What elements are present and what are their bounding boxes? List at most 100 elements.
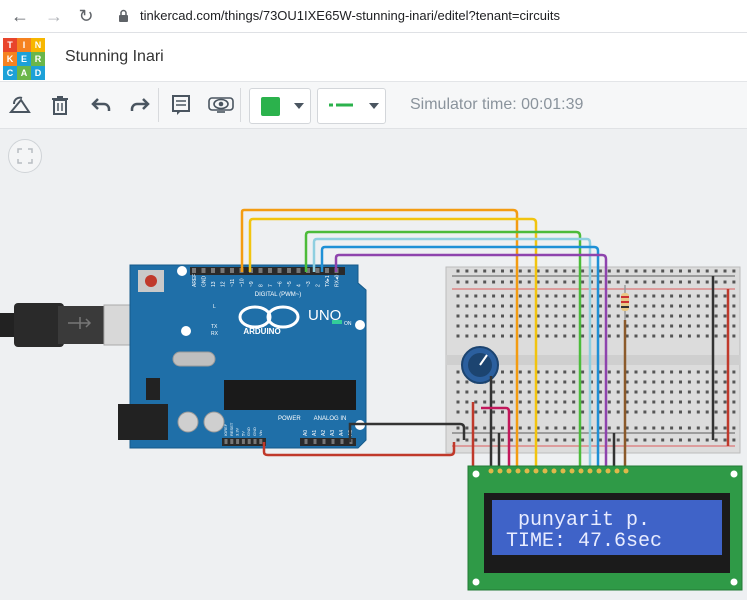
color-picker-dropdown[interactable] <box>249 88 311 124</box>
potentiometer[interactable] <box>461 346 499 384</box>
url-text[interactable]: tinkercad.com/things/73OU1IXE65W-stunnin… <box>140 8 560 23</box>
breadboard-hole <box>652 280 656 284</box>
notes-icon[interactable] <box>168 92 194 118</box>
power-pin[interactable] <box>236 439 240 444</box>
digital-pin-label: ~11 <box>230 279 236 287</box>
power-pin[interactable] <box>259 439 263 444</box>
breadboard-hole <box>483 410 487 414</box>
breadboard-hole <box>474 390 478 394</box>
resistor[interactable] <box>621 285 629 320</box>
digital-pin[interactable] <box>192 268 196 273</box>
breadboard-hole <box>732 314 736 318</box>
lcd-pin[interactable] <box>533 468 539 474</box>
digital-pin[interactable] <box>325 268 329 273</box>
lcd-pin[interactable] <box>614 468 620 474</box>
lcd-pin[interactable] <box>623 468 629 474</box>
power-pin[interactable] <box>241 439 245 444</box>
breadboard-hole <box>732 370 736 374</box>
analog-pin[interactable] <box>331 439 335 444</box>
design-title[interactable]: Stunning Inari <box>65 48 164 65</box>
lcd-pin[interactable] <box>497 468 503 474</box>
power-pin[interactable] <box>224 439 228 444</box>
analog-pin[interactable] <box>340 439 344 444</box>
fit-view-button[interactable] <box>8 139 42 173</box>
breadboard-hole <box>509 294 513 298</box>
lcd-pin[interactable] <box>488 468 494 474</box>
breadboard-hole <box>509 400 513 404</box>
microcontroller-chip <box>224 380 356 410</box>
breadboard-hole <box>616 324 620 328</box>
breadboard-hole <box>474 426 478 430</box>
breadboard-hole <box>714 410 718 414</box>
digital-pin[interactable] <box>277 268 282 273</box>
breadboard-hole <box>616 390 620 394</box>
rotate-icon[interactable] <box>7 92 33 118</box>
digital-pin[interactable] <box>287 268 291 273</box>
power-pin[interactable] <box>247 439 251 444</box>
usb-cable[interactable] <box>0 303 137 347</box>
analog-pin[interactable] <box>313 439 317 444</box>
reload-icon[interactable]: ↻ <box>78 6 94 26</box>
breadboard-hole <box>652 438 656 442</box>
analog-pin[interactable] <box>322 439 326 444</box>
lcd-pin[interactable] <box>551 468 557 474</box>
lcd-pin[interactable] <box>560 468 566 474</box>
lcd-pin[interactable] <box>506 468 512 474</box>
breadboard-hole <box>554 324 558 328</box>
digital-pin[interactable] <box>211 268 215 273</box>
back-icon[interactable]: ← <box>11 6 29 26</box>
lcd-pin[interactable] <box>515 468 521 474</box>
breadboard-hole <box>474 410 478 414</box>
digital-pin[interactable] <box>306 268 310 273</box>
l-label: L <box>213 304 216 310</box>
breadboard-hole <box>536 410 540 414</box>
lcd-pin[interactable] <box>524 468 530 474</box>
digital-pin[interactable] <box>258 268 263 273</box>
breadboard-hole <box>581 294 585 298</box>
breadboard-hole <box>687 294 691 298</box>
lcd-pin[interactable] <box>596 468 602 474</box>
digital-pin[interactable] <box>220 268 225 273</box>
delete-icon[interactable] <box>47 92 73 118</box>
lcd-pin[interactable] <box>542 468 548 474</box>
visibility-icon[interactable] <box>208 92 234 118</box>
breadboard-hole <box>545 438 549 442</box>
lcd-pin[interactable] <box>587 468 593 474</box>
power-pin-label: Vin <box>258 430 263 436</box>
digital-pin[interactable] <box>268 268 272 273</box>
breadboard-hole <box>616 380 620 384</box>
digital-pin[interactable] <box>315 268 320 273</box>
power-pin[interactable] <box>253 439 257 444</box>
breadboard-hole <box>492 304 496 308</box>
undo-icon[interactable] <box>88 92 114 118</box>
breadboard-hole <box>723 438 727 442</box>
breadboard-hole <box>687 280 691 284</box>
breadboard-hole <box>483 438 487 442</box>
breadboard-hole <box>652 370 656 374</box>
digital-pin[interactable] <box>230 268 234 273</box>
wires[interactable] <box>240 208 730 470</box>
breadboard-hole <box>687 380 691 384</box>
breadboard-hole <box>625 334 629 338</box>
lcd-pin[interactable] <box>605 468 611 474</box>
lcd-pin[interactable] <box>569 468 575 474</box>
wire-type-dropdown[interactable] <box>317 88 386 124</box>
power-pin[interactable] <box>230 439 234 444</box>
forward-icon[interactable]: → <box>45 6 63 26</box>
breadboard-hole <box>527 334 531 338</box>
breadboard-hole <box>456 426 460 430</box>
redo-icon[interactable] <box>127 92 153 118</box>
chevron-down-icon <box>369 103 379 109</box>
breadboard-hole <box>563 370 567 374</box>
breadboard-hole <box>509 269 513 273</box>
tinkercad-logo[interactable]: T I N K E R C A D <box>3 38 45 80</box>
breadboard-hole <box>679 294 682 298</box>
lcd-pin[interactable] <box>578 468 584 474</box>
lcd-module[interactable]: punyarit p. TIME: 47.6sec <box>467 465 743 591</box>
digital-pin[interactable] <box>201 268 206 273</box>
digital-pin[interactable] <box>296 268 301 273</box>
power-jack[interactable] <box>118 404 168 440</box>
analog-pin[interactable] <box>304 439 308 444</box>
